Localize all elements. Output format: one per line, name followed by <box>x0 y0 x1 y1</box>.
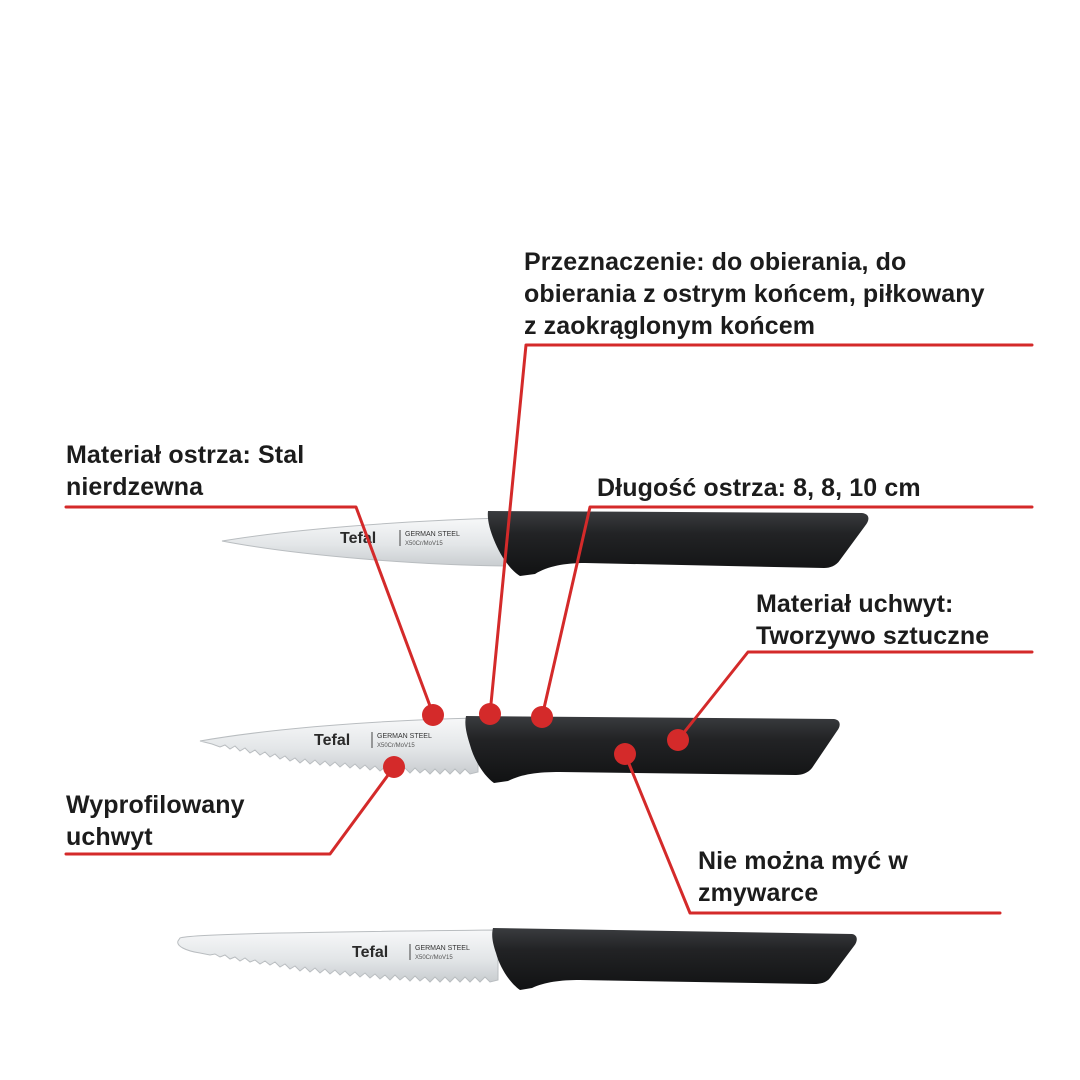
callout-line: zmywarce <box>698 879 819 907</box>
leader-purpose <box>488 343 1034 716</box>
marker-blade-length <box>531 706 553 728</box>
engraving-1a: GERMAN STEEL <box>405 531 460 538</box>
marker-blade-material <box>422 704 444 726</box>
blade-3 <box>177 929 499 983</box>
leader-handle-material <box>676 650 1034 742</box>
engraving-2b: X50Cr/MoV15 <box>377 743 415 749</box>
callout-line: obierania z ostrym końcem, piłkowany <box>524 280 985 308</box>
callout-line: nierdzewna <box>66 473 204 501</box>
marker-dishwasher <box>614 743 636 765</box>
callout-line: Długość ostrza: 8, 8, 10 cm <box>597 474 921 502</box>
engraving-2a: GERMAN STEEL <box>377 733 432 740</box>
engraving-3b: X50Cr/MoV15 <box>415 955 453 961</box>
engraving-3a: GERMAN STEEL <box>415 945 470 952</box>
callout-line: Nie można myć w <box>698 847 908 875</box>
handle-3 <box>492 928 857 990</box>
callout-blade-material: Materiał ostrza: Stal nierdzewna <box>66 439 304 503</box>
leader-blade-length <box>540 505 1034 719</box>
callout-line: Materiał ostrza: Stal <box>66 441 305 469</box>
callout-line: Wyprofilowany <box>66 791 245 819</box>
marker-handle-material <box>667 729 689 751</box>
leader-blade-material <box>64 505 435 716</box>
callout-line: Materiał uchwyt: <box>756 590 954 618</box>
marker-profiled-handle <box>383 756 405 778</box>
callout-dishwasher: Nie można myć w zmywarce <box>698 845 908 909</box>
leader-dishwasher <box>623 752 1002 915</box>
knife-paring: Tefal GERMAN STEEL X50Cr/MoV15 <box>221 511 869 576</box>
handle-2 <box>465 716 840 783</box>
callout-line: Przeznaczenie: do obierania, do <box>524 248 907 276</box>
handle-1 <box>487 511 869 576</box>
callout-purpose: Przeznaczenie: do obierania, do obierani… <box>524 246 985 342</box>
knife-serrated-rounded: Tefal GERMAN STEEL X50Cr/MoV15 <box>177 928 857 990</box>
leader-profiled-handle <box>64 765 396 856</box>
brand-logo-2: Tefal <box>314 732 350 749</box>
callout-line: Tworzywo sztuczne <box>756 622 990 650</box>
callout-profiled-handle: Wyprofilowany uchwyt <box>66 789 245 853</box>
engraving-1b: X50Cr/MoV15 <box>405 541 443 547</box>
knife-serrated-pointed: Tefal GERMAN STEEL X50Cr/MoV15 <box>199 716 840 783</box>
callout-line: uchwyt <box>66 823 153 851</box>
marker-purpose <box>479 703 501 725</box>
callout-handle-material: Materiał uchwyt: Tworzywo sztuczne <box>756 588 989 652</box>
callout-blade-length: Długość ostrza: 8, 8, 10 cm <box>597 472 921 504</box>
callout-line: z zaokrąglonym końcem <box>524 312 816 340</box>
brand-logo-3: Tefal <box>352 944 388 961</box>
